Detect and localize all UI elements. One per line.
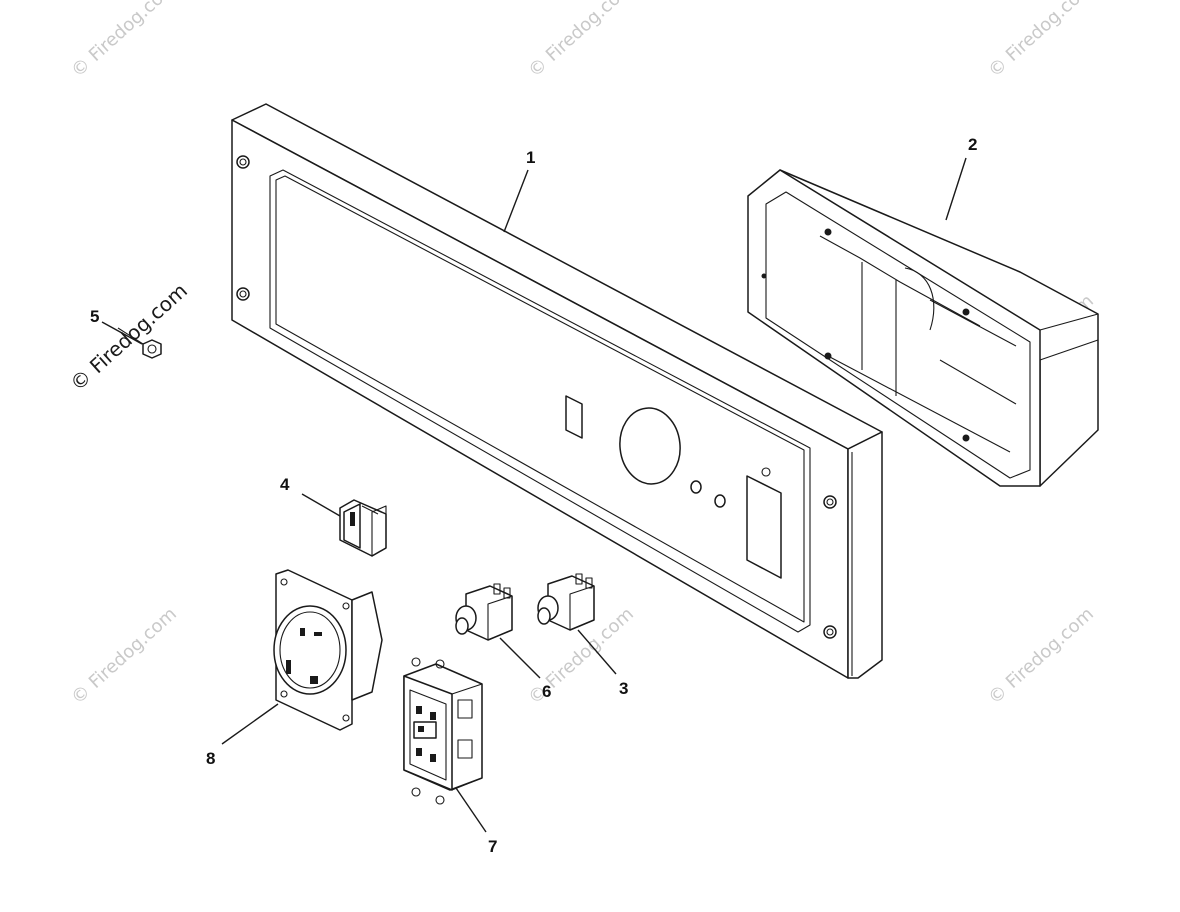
part-3-circuit-breaker[interactable] bbox=[537, 573, 595, 631]
watermark-text: © Firedog.com bbox=[67, 604, 181, 709]
watermark-text: © Firedog.com bbox=[984, 0, 1098, 82]
watermark-text: © Firedog.com bbox=[524, 0, 638, 82]
callout-6: 6 bbox=[542, 682, 551, 701]
part-2-box-housing[interactable] bbox=[747, 169, 1099, 487]
watermark-text: © Firedog.com bbox=[67, 0, 181, 82]
callout-8: 8 bbox=[206, 749, 215, 768]
callout-1: 1 bbox=[526, 148, 535, 167]
watermark-text: © Firedog.com bbox=[984, 604, 1098, 709]
callout-2: 2 bbox=[968, 135, 977, 154]
part-4-rocker-switch[interactable] bbox=[339, 499, 387, 557]
leader-lines bbox=[101, 157, 967, 833]
callout-3: 3 bbox=[619, 679, 628, 698]
callouts: 1 2 3 4 5 6 7 8 bbox=[90, 135, 977, 856]
callout-4: 4 bbox=[280, 475, 290, 494]
part-6-circuit-breaker[interactable] bbox=[455, 583, 513, 641]
part-8-twist-lock-receptacle[interactable] bbox=[273, 569, 383, 731]
callout-5: 5 bbox=[90, 307, 99, 326]
callout-7: 7 bbox=[488, 837, 497, 856]
part-1-faceplate[interactable] bbox=[231, 103, 883, 679]
part-7-gfci-receptacle[interactable] bbox=[403, 657, 483, 805]
part-5-flange-nut[interactable] bbox=[117, 327, 162, 359]
